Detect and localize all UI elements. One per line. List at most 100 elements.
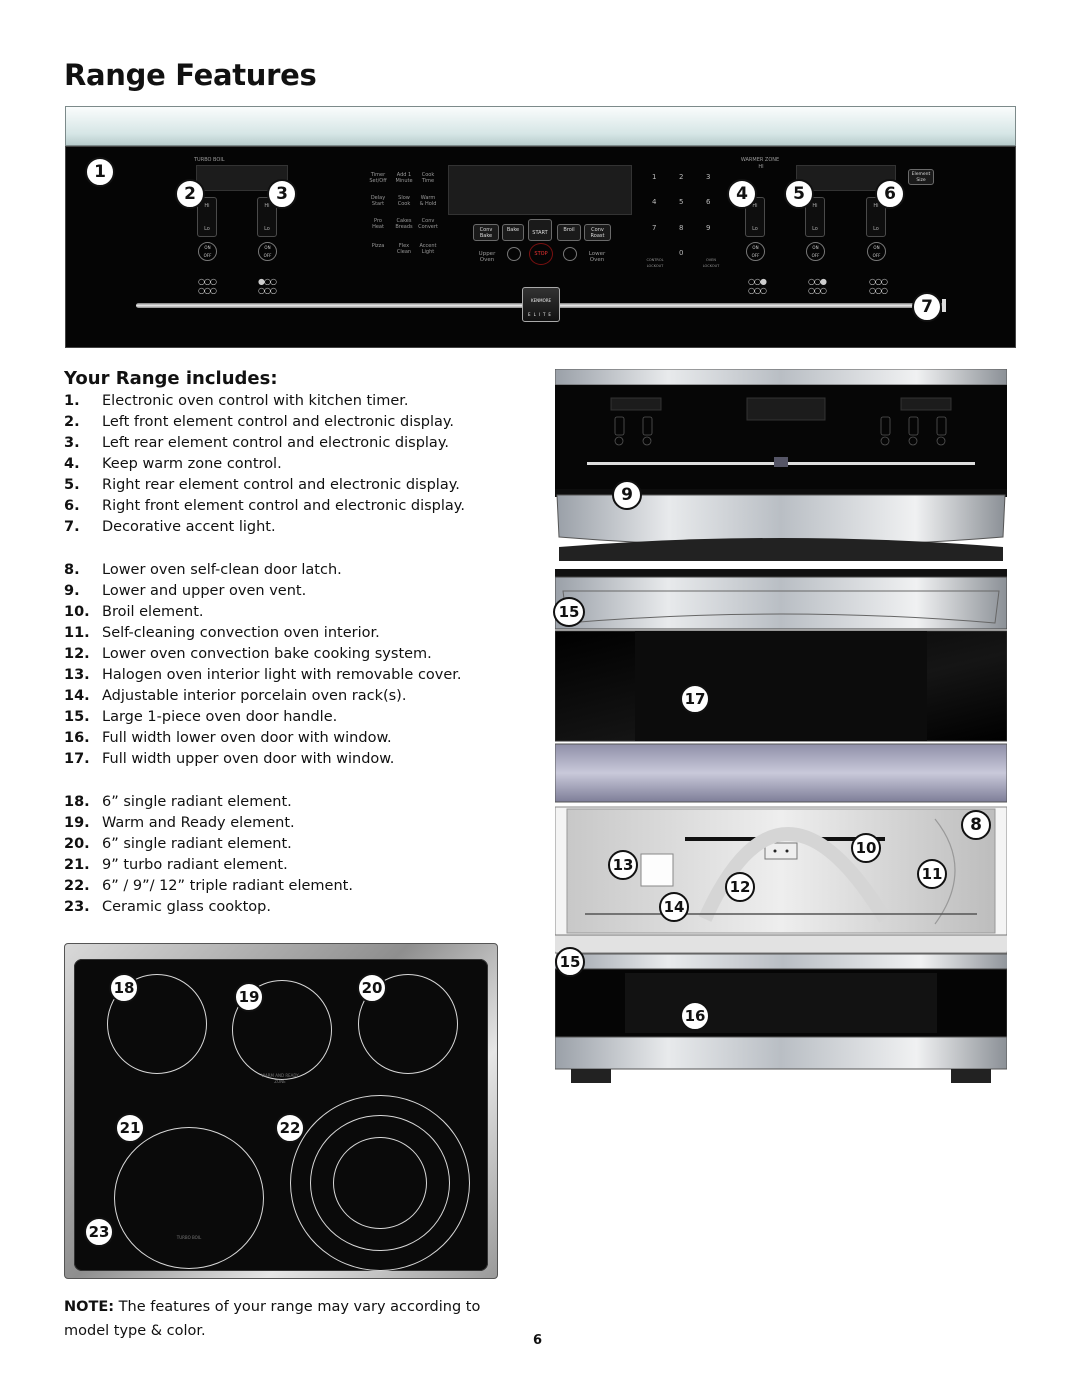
feature-text: Adjustable interior porcelain oven rack(…: [102, 688, 407, 704]
note-text: NOTE: The features of your range may var…: [64, 1299, 481, 1339]
feature-item: 21.9” turbo radiant element.: [64, 856, 288, 874]
feature-item: 4. Keep warm zone control.: [64, 455, 282, 473]
right-front-indicator: ○○○○○○: [869, 277, 888, 295]
callout-5: 5: [784, 179, 814, 209]
oven-lockout-label: OVEN LOCKOUT: [702, 258, 720, 268]
element-22-middle-ring: [310, 1115, 450, 1251]
feature-text: Large 1-piece oven door handle.: [102, 709, 338, 725]
oven-callout-10: 10: [851, 833, 881, 863]
upper-oven-icon: [507, 247, 521, 261]
callout-6: 6: [875, 179, 905, 209]
feature-number: 22.: [64, 878, 90, 894]
feature-text: Lower and upper oven vent.: [102, 583, 307, 599]
feature-item: 9.Lower and upper oven vent.: [64, 582, 306, 600]
right-rear-indicator: ○○●○○○: [808, 277, 827, 295]
element-20-ring: [358, 974, 458, 1074]
feature-text: Keep warm zone control.: [102, 456, 282, 472]
feature-item: 18. 6” single radiant element.: [64, 793, 292, 811]
cooktop-callout-22: 22: [275, 1113, 305, 1143]
feature-text: Right front element control and electron…: [102, 498, 465, 514]
feature-item: 10.Broil element.: [64, 603, 204, 621]
accent-light-end: [942, 299, 946, 312]
numpad-key: 3: [706, 173, 711, 181]
feature-text: Right rear element control and electroni…: [102, 477, 460, 493]
cooktop-callout-18: 18: [109, 973, 139, 1003]
oven-display: [448, 165, 632, 215]
feature-text: Electronic oven control with kitchen tim…: [102, 393, 409, 409]
feature-text: Warm and Ready element.: [102, 815, 295, 831]
feature-number: 15.: [64, 709, 90, 725]
feature-number: 23.: [64, 899, 90, 915]
panel-top-trim: [65, 106, 1016, 146]
feature-number: 12.: [64, 646, 90, 662]
conv-roast-key: Conv Roast: [584, 224, 611, 241]
lower-oven-label: Lower Oven: [588, 251, 606, 263]
warmer-zone-label: WARMER ZONE: [740, 157, 780, 163]
numpad-key: 0: [679, 249, 684, 257]
feature-number: 18.: [64, 794, 90, 810]
element-22-inner-ring: [333, 1137, 427, 1229]
page-number: 6: [533, 1333, 543, 1348]
oven-callout-15-lower: 15: [555, 947, 585, 977]
feature-number: 4.: [64, 456, 80, 472]
oven-callout-16: 16: [680, 1001, 710, 1031]
bake-key: Bake: [502, 224, 524, 241]
turbo-boil-label: TURBO BOIL: [194, 157, 225, 163]
feature-item: 22.6” / 9”/ 12” triple radiant element.: [64, 877, 353, 895]
cooktop-callout-20: 20: [357, 973, 387, 1003]
feature-item: 12.Lower oven convection bake cooking sy…: [64, 645, 432, 663]
stop-key: STOP: [529, 243, 553, 265]
conv-bake-key: Conv Bake: [473, 224, 499, 241]
cooktop-callout-19: 19: [234, 982, 264, 1012]
feature-item: 7.Decorative accent light.: [64, 518, 276, 536]
feature-item: 2. Left front element control and electro…: [64, 413, 454, 431]
element-19-ring: [232, 980, 332, 1080]
feature-item: 20.6” single radiant element.: [64, 835, 292, 853]
element-22-outer-ring: [290, 1095, 470, 1271]
feature-item: 13.Halogen oven interior light with remo…: [64, 666, 462, 684]
feature-number: 16.: [64, 730, 90, 746]
left-front-indicator: ○○○○○○: [198, 277, 217, 295]
oven-callout-11: 11: [917, 859, 947, 889]
feature-text: 6” single radiant element.: [102, 836, 292, 852]
feature-text: 6” single radiant element.: [102, 794, 292, 810]
feature-text: 9” turbo radiant element.: [102, 857, 288, 873]
oven-callout-14: 14: [659, 892, 689, 922]
feature-item: 6. Right front element control and electr…: [64, 497, 465, 515]
control-lockout-label: CONTROL LOCKOUT: [646, 258, 664, 268]
feature-text: Broil element.: [102, 604, 204, 620]
cooktop-callout-21: 21: [115, 1113, 145, 1143]
feature-text: Halogen oven interior light with removab…: [102, 667, 462, 683]
page-title: Range Features: [64, 58, 317, 92]
feature-item: 5.Right rear element control and electro…: [64, 476, 460, 494]
feature-text: Left front element control and electroni…: [102, 414, 455, 430]
feature-text: Full width upper oven door with window.: [102, 751, 395, 767]
broil-key: Broil: [557, 224, 581, 241]
callout-1: 1: [85, 157, 115, 187]
feature-number: 2.: [64, 414, 80, 430]
list-heading: Your Range includes:: [64, 368, 278, 389]
warmer-hi-label: HI: [758, 164, 764, 170]
feature-number: 6.: [64, 498, 80, 514]
element-18-ring: [107, 974, 207, 1074]
turbo-boil-cooktop-label: TURBO BOIL: [176, 1235, 202, 1240]
feature-text: Self-cleaning convection oven interior.: [102, 625, 380, 641]
left-display: [196, 165, 288, 191]
oven-callout-13: 13: [608, 850, 638, 880]
feature-text: Lower oven self-clean door latch.: [102, 562, 342, 578]
numpad-key: 6: [706, 198, 711, 206]
feature-number: 1.: [64, 393, 80, 409]
feature-number: 11.: [64, 625, 90, 641]
feature-number: 3.: [64, 435, 80, 451]
